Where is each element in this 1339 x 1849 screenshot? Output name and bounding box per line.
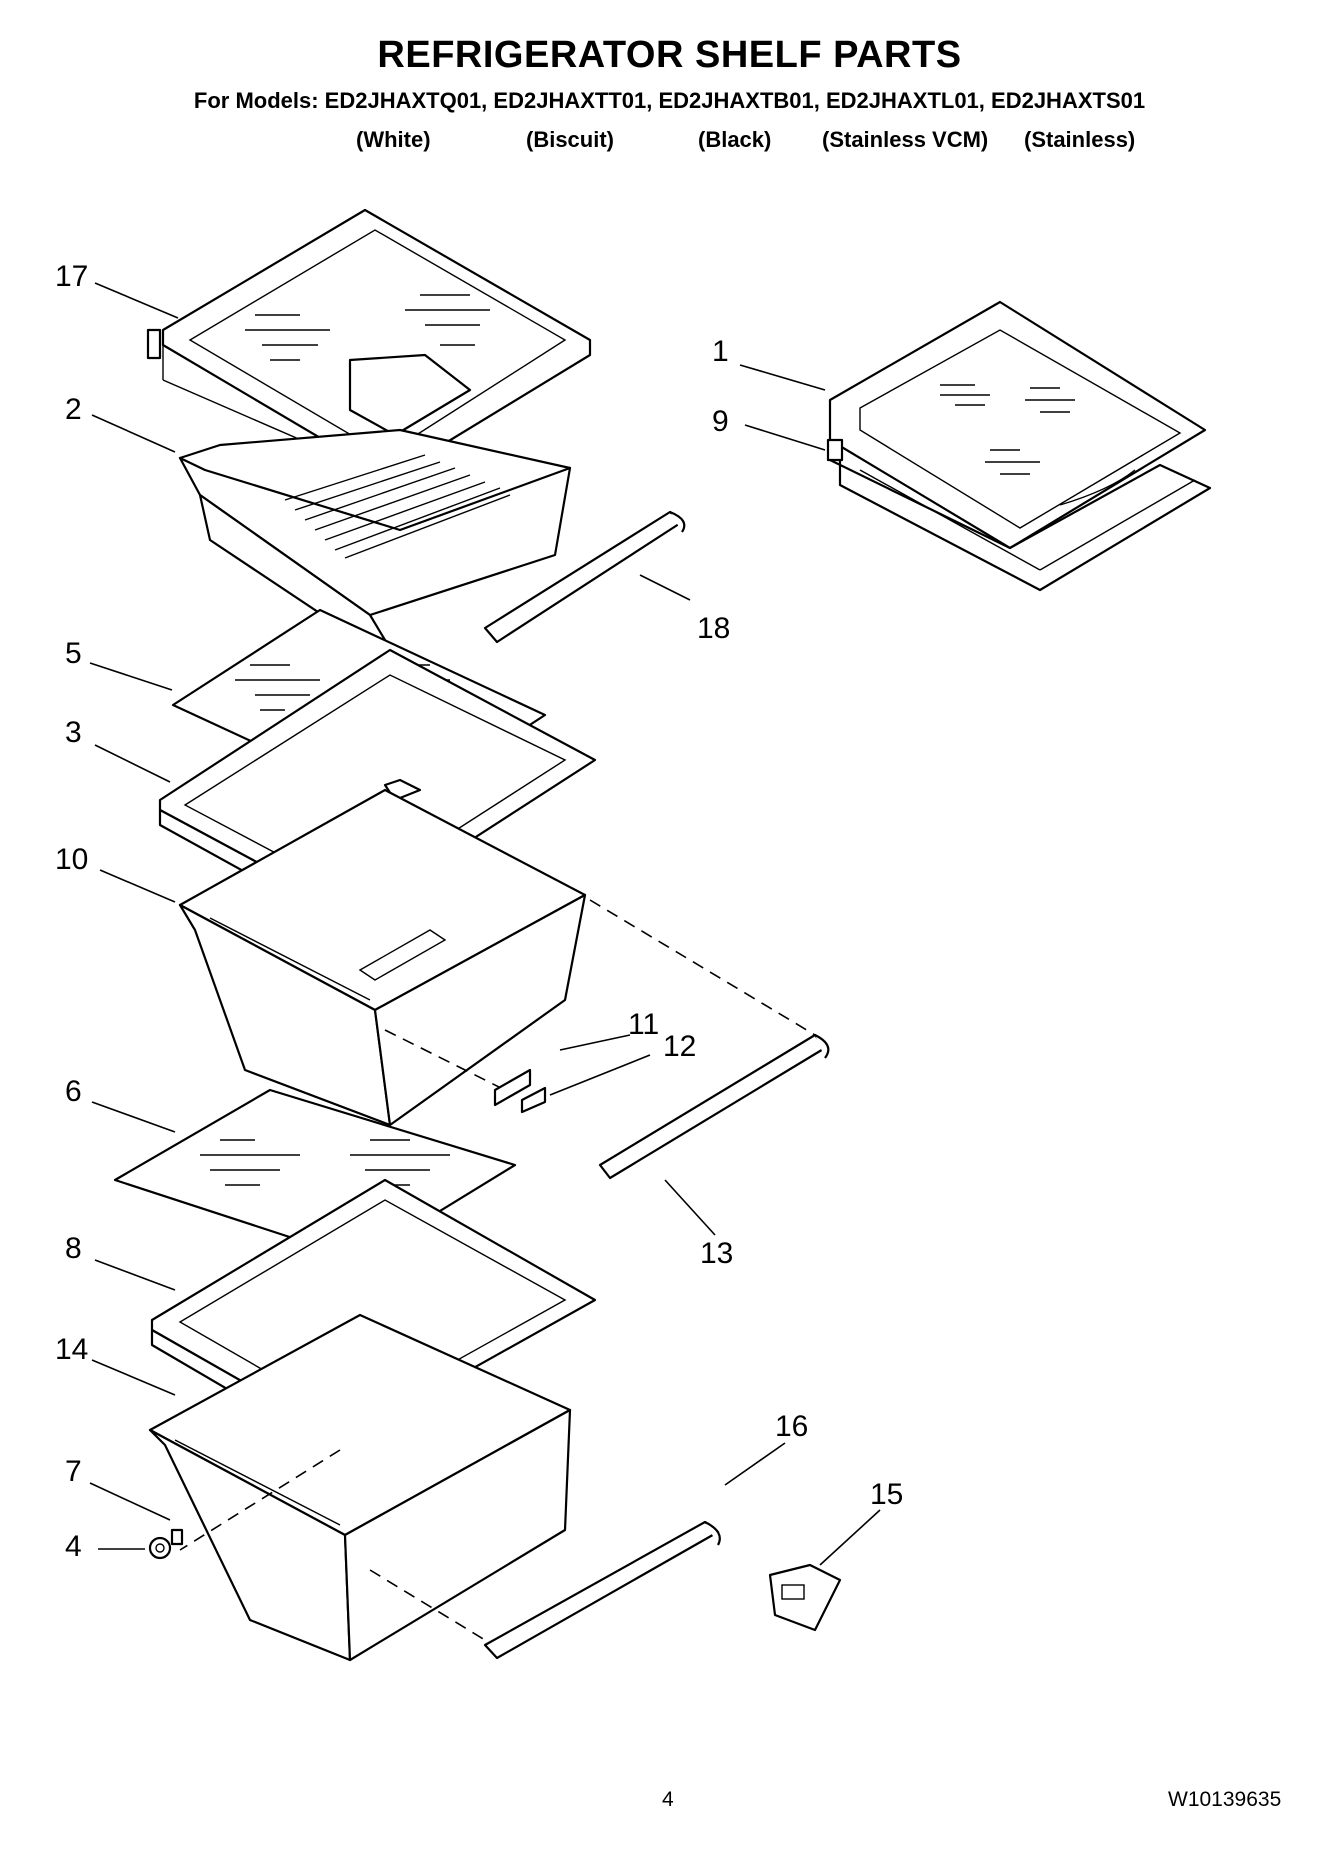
callout-18: 18 [697, 612, 731, 645]
callout-14: 14 [55, 1333, 89, 1366]
part-9-shelf-frame [826, 438, 1212, 592]
color-stainless-vcm: (Stainless VCM) [822, 127, 989, 152]
part-15-bracket [768, 1563, 842, 1632]
callout-8: 8 [65, 1232, 82, 1265]
callout-3: 3 [65, 716, 82, 749]
callout-1: 1 [712, 335, 729, 368]
part-17-shelf-frame [146, 208, 592, 480]
color-biscuit: (Biscuit) [526, 127, 614, 152]
page-number: 4 [662, 1788, 674, 1811]
callout-2: 2 [65, 393, 82, 426]
models-line: For Models: ED2JHAXTQ01, ED2JHAXTT01, ED… [193, 88, 1146, 113]
callout-12: 12 [663, 1030, 697, 1063]
callout-15: 15 [870, 1478, 904, 1511]
document-number: W10139635 [1168, 1788, 1282, 1811]
callout-9: 9 [712, 405, 729, 438]
part-10-drawer [178, 788, 816, 1127]
part-11-clip [493, 1068, 532, 1107]
part-13-trim [598, 1033, 830, 1180]
color-black: (Black) [698, 127, 772, 152]
part-2-drawer [178, 428, 572, 642]
callout-16: 16 [775, 1410, 809, 1443]
part-14-drawer [148, 1313, 572, 1662]
color-white: (White) [356, 127, 431, 152]
part-16-trim [483, 1520, 721, 1660]
part-12-clip [520, 1086, 547, 1114]
leader-lines [89, 282, 881, 1566]
callout-17: 17 [55, 260, 89, 293]
part-7-spacer [170, 1528, 184, 1546]
callout-7: 7 [65, 1455, 82, 1488]
callout-5: 5 [65, 637, 82, 670]
callout-4: 4 [65, 1530, 82, 1563]
part-1-glass-shelf [828, 300, 1207, 550]
callout-13: 13 [700, 1237, 734, 1270]
part-18-trim [483, 510, 686, 644]
callout-10: 10 [55, 843, 89, 876]
part-4-screw [148, 1536, 172, 1560]
callout-6: 6 [65, 1075, 82, 1108]
callout-11: 11 [628, 1008, 660, 1041]
page-title: REFRIGERATOR SHELF PARTS [377, 34, 962, 76]
color-stainless: (Stainless) [1024, 127, 1136, 152]
